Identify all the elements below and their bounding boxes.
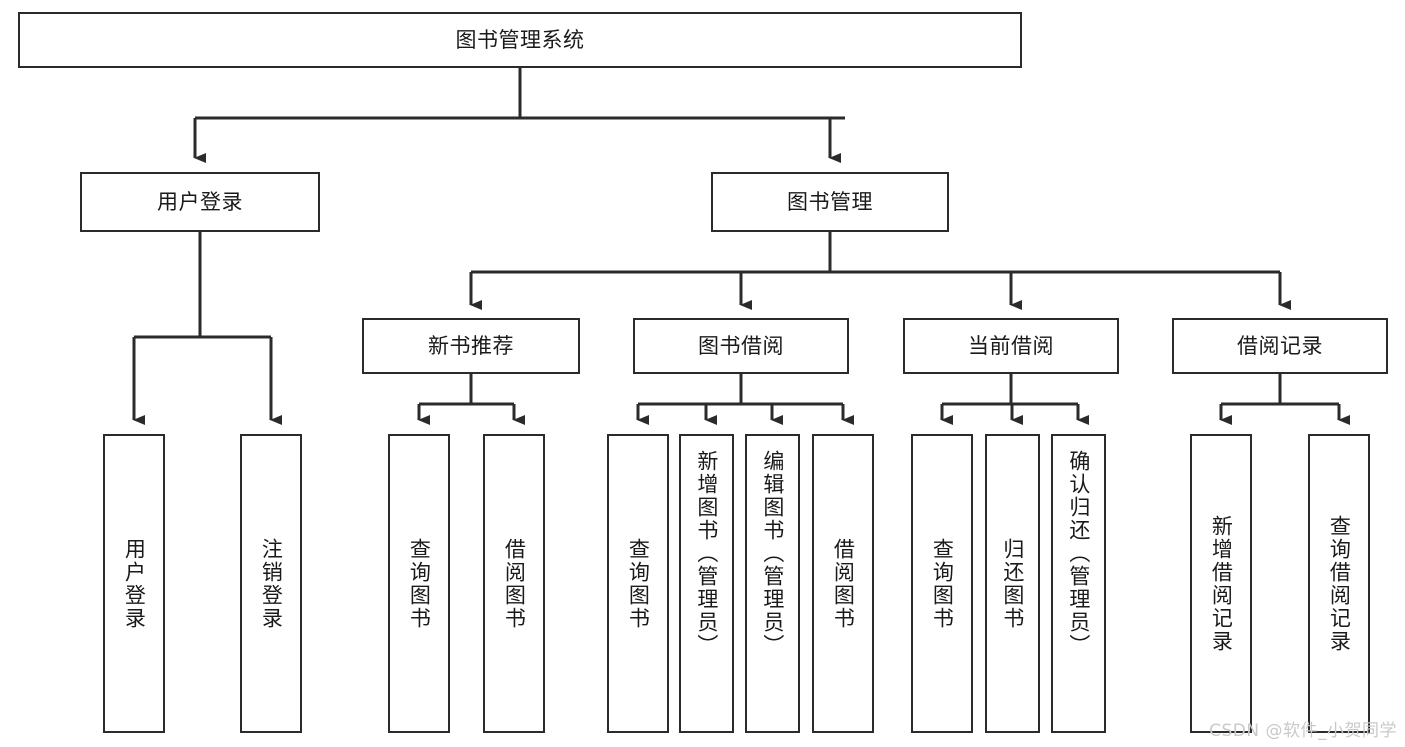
node-book-manage[interactable]: 图书管理 [711,172,949,232]
node-leaf-query-book-3-label: 查询图书 [930,537,955,630]
node-leaf-user-logout[interactable]: 注销登录 [240,434,302,733]
node-leaf-query-book-2[interactable]: 查询图书 [607,434,669,733]
node-leaf-query-book-1[interactable]: 查询图书 [388,434,450,733]
node-leaf-query-book-2-label: 查询图书 [626,537,651,630]
node-borrow-record-label: 借阅记录 [1237,333,1323,358]
node-root[interactable]: 图书管理系统 [18,12,1022,68]
node-leaf-confirm-return[interactable]: 确认归还（管理员） [1051,434,1106,733]
node-leaf-add-book-label: 新增图书（管理员） [694,450,719,657]
node-leaf-add-record-label: 新增借阅记录 [1209,514,1234,653]
node-new-book-rec-label: 新书推荐 [428,333,514,358]
node-leaf-borrow-book-1-label: 借阅图书 [502,537,527,630]
node-leaf-query-book-1-label: 查询图书 [407,537,432,630]
node-user-login[interactable]: 用户登录 [80,172,320,232]
node-leaf-add-book[interactable]: 新增图书（管理员） [679,434,734,733]
node-borrow-record[interactable]: 借阅记录 [1172,318,1388,374]
node-leaf-user-logout-label: 注销登录 [259,537,284,630]
node-root-label: 图书管理系统 [455,27,585,52]
node-leaf-query-record-label: 查询借阅记录 [1327,514,1352,653]
node-leaf-borrow-book-2[interactable]: 借阅图书 [812,434,874,733]
node-leaf-borrow-book-1[interactable]: 借阅图书 [483,434,545,733]
node-current-borrow-label: 当前借阅 [968,333,1054,358]
node-leaf-return-book[interactable]: 归还图书 [985,434,1040,733]
node-book-borrow-label: 图书借阅 [698,333,784,358]
csdn-watermark: CSDN @软件_小贺同学 [1209,721,1397,741]
node-user-login-label: 用户登录 [157,189,243,214]
node-leaf-borrow-book-2-label: 借阅图书 [831,537,856,630]
node-new-book-rec[interactable]: 新书推荐 [362,318,580,374]
node-leaf-edit-book-label: 编辑图书（管理员） [760,450,785,657]
node-book-borrow[interactable]: 图书借阅 [633,318,849,374]
node-leaf-confirm-return-label: 确认归还（管理员） [1066,450,1091,657]
node-leaf-add-record[interactable]: 新增借阅记录 [1190,434,1252,733]
node-leaf-user-login[interactable]: 用户登录 [103,434,165,733]
node-leaf-query-record[interactable]: 查询借阅记录 [1308,434,1370,733]
node-current-borrow[interactable]: 当前借阅 [903,318,1119,374]
node-leaf-query-book-3[interactable]: 查询图书 [911,434,973,733]
node-leaf-edit-book[interactable]: 编辑图书（管理员） [745,434,800,733]
node-leaf-return-book-label: 归还图书 [1000,537,1025,630]
node-book-manage-label: 图书管理 [787,189,873,214]
node-leaf-user-login-label: 用户登录 [122,537,147,630]
